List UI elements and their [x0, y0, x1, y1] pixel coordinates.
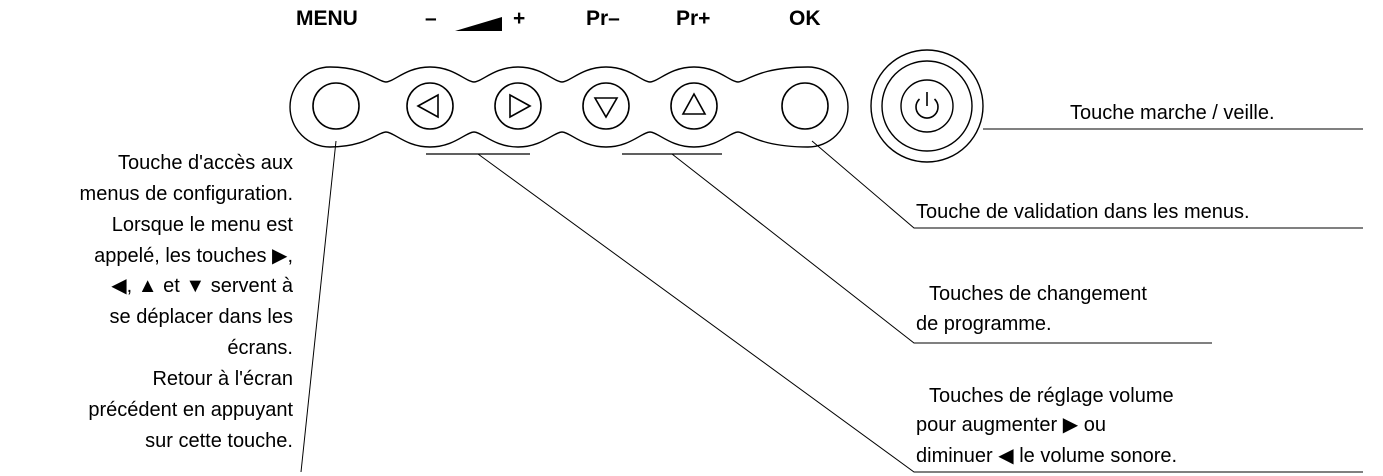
menu-callout-line: Touche d'accès aux [117, 152, 293, 174]
menu-leader [300, 140, 337, 473]
menu-label: MENU [296, 7, 358, 30]
ok-button[interactable] [781, 82, 829, 130]
programme-up-button[interactable] [670, 82, 718, 130]
triangle-up-icon [681, 92, 707, 115]
power-callout: Touche marche / veille. [1070, 102, 1275, 124]
menu-callout-line: ◀, ▲ et ▼ servent à [111, 275, 293, 297]
triangle-right-icon [509, 93, 532, 119]
menu-callout-line: appelé, les touches ▶, [94, 245, 293, 267]
menu-callout-line: Lorsque le menu est [111, 214, 293, 236]
ok-label: OK [789, 7, 821, 30]
volume-plus-label: + [513, 7, 526, 30]
menu-callout-line: sur cette touche. [145, 430, 293, 452]
volume-callout-line: pour augmenter ▶ ou [916, 414, 1106, 436]
menu-callout-line: précédent en appuyant [88, 399, 293, 421]
power-icon [915, 92, 939, 119]
volume-minus-label: – [425, 7, 437, 30]
panel-outline [289, 66, 849, 148]
menu-callout-line: écrans. [227, 337, 293, 359]
menu-callout-line: Retour à l'écran [152, 368, 293, 390]
triangle-down-icon [593, 97, 619, 119]
volume-callout-line: diminuer ◀ le volume sonore. [916, 445, 1178, 467]
programme-down-button[interactable] [582, 82, 630, 130]
programme-minus-label: Pr– [586, 7, 620, 30]
programme-callout-line: Touches de changement [929, 283, 1147, 305]
programme-plus-label: Pr+ [676, 7, 711, 30]
volume-ramp-icon [455, 17, 502, 31]
volume-callout-line: Touches de réglage volume [929, 385, 1174, 407]
ok-callout: Touche de validation dans les menus. [916, 201, 1250, 223]
menu-callout-line: menus de configuration. [79, 183, 293, 205]
programme-callout-line: de programme. [916, 313, 1052, 335]
volume-leader [477, 153, 1363, 473]
menu-callout-line: se déplacer dans les [109, 306, 293, 328]
ok-leader [811, 140, 1363, 229]
programme-leader [671, 153, 1212, 344]
menu-button[interactable] [312, 82, 360, 130]
triangle-left-icon [416, 93, 439, 119]
volume-down-button[interactable] [406, 82, 454, 130]
volume-up-button[interactable] [494, 82, 542, 130]
